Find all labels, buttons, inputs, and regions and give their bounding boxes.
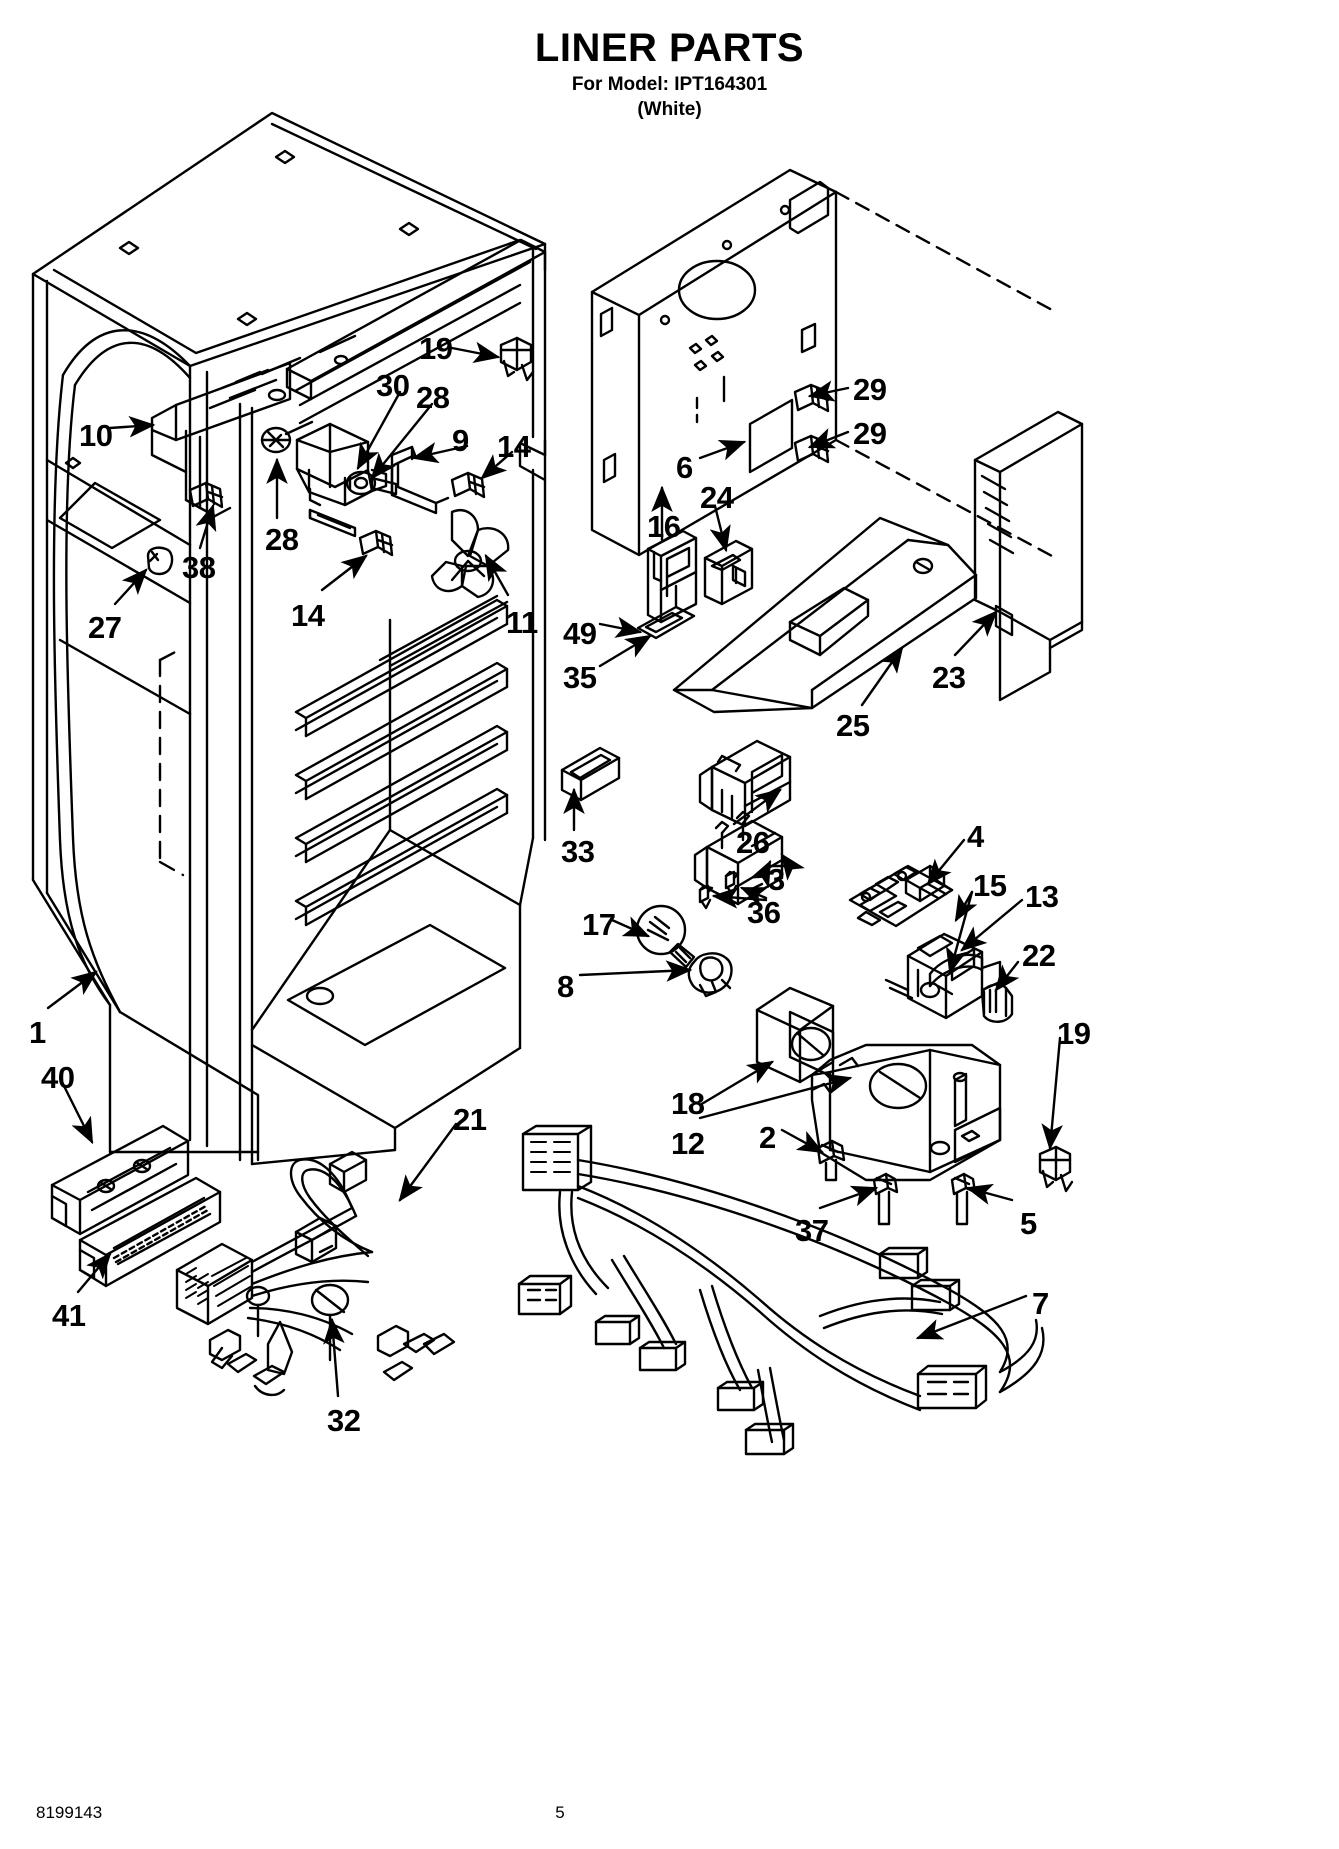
callout-15: 15 [973, 868, 1007, 903]
callout-5: 5 [1020, 1206, 1037, 1241]
callout-25: 25 [836, 708, 870, 743]
footer-page-number: 5 [555, 1803, 565, 1822]
callout-37: 37 [795, 1213, 829, 1248]
cover-plate-24 [748, 398, 794, 474]
callout-41: 41 [52, 1298, 86, 1333]
cabinet-liner-body [31, 111, 547, 1166]
leader-lines [46, 341, 1063, 1398]
plug-27 [146, 546, 174, 576]
callout-35: 35 [563, 660, 597, 695]
callout-40: 40 [41, 1060, 75, 1095]
callout-32: 32 [327, 1403, 361, 1438]
air-duct-cover-25 [672, 516, 978, 714]
callout-18: 18 [671, 1086, 705, 1121]
callout-4: 4 [967, 819, 984, 854]
callout-9: 9 [452, 423, 469, 458]
knob-22 [980, 983, 1014, 1023]
callout-26: 26 [736, 825, 770, 860]
callout-16: 16 [647, 509, 681, 544]
gasket-33 [560, 746, 621, 802]
clip-19a [499, 336, 535, 382]
screw-38 [188, 481, 224, 509]
knob-28a [260, 426, 292, 454]
callout-2: 2 [759, 1120, 776, 1155]
callout-3: 3 [768, 862, 785, 897]
callout-49: 49 [563, 616, 597, 651]
callout-19a: 19 [419, 331, 453, 366]
screw-29a [793, 383, 830, 413]
page-footer: 8199143 5 [0, 1789, 1339, 1849]
callout-38: 38 [182, 550, 216, 585]
wire-harness-21 [175, 1150, 456, 1397]
callout-11: 11 [506, 605, 538, 640]
connector-plug-24 [703, 539, 754, 606]
callout-36: 36 [747, 895, 781, 930]
top-rail-assembly [150, 238, 547, 518]
connector-16 [646, 529, 698, 624]
grommet-30 [345, 470, 377, 496]
control-housing-26 [698, 739, 792, 828]
callout-33: 33 [561, 834, 595, 869]
footer-part-number: 8199143 [36, 1803, 103, 1822]
kick-grille-41 [78, 1176, 222, 1288]
callout-28a: 28 [416, 380, 450, 415]
model-subtitle: For Model: IPT164301 [571, 74, 768, 95]
screw-14a [450, 471, 486, 499]
screw-29b [793, 434, 830, 464]
color-variant: (White) [637, 99, 702, 120]
callout-23: 23 [932, 660, 966, 695]
fan-blade-11 [430, 509, 510, 599]
callout-22: 22 [1022, 938, 1056, 973]
screw-5 [950, 1172, 977, 1226]
callout-6: 6 [676, 450, 693, 485]
callout-24: 24 [700, 480, 734, 515]
callout-14a: 14 [497, 429, 531, 464]
callout-8: 8 [557, 969, 574, 1004]
light-bulb-17 [635, 904, 696, 969]
kick-panel-40 [50, 1124, 190, 1236]
lamp-socket-8 [687, 952, 733, 998]
screw-37 [872, 1172, 899, 1226]
clip-19b [1038, 1145, 1074, 1193]
page-title: LINER PARTS [534, 26, 805, 70]
wire-harness-7 [517, 1124, 1045, 1456]
callout-12: 12 [671, 1126, 705, 1161]
callout-30: 30 [376, 368, 410, 403]
callout-14b: 14 [291, 598, 325, 633]
callout-29a: 29 [853, 372, 887, 407]
side-cover-23 [973, 410, 1084, 702]
callout-27: 27 [88, 610, 122, 645]
callout-17: 17 [582, 907, 616, 942]
callout-1: 1 [29, 1015, 46, 1050]
callout-29b: 29 [853, 416, 887, 451]
callout-28b: 28 [265, 522, 299, 557]
damper-motor-30 [295, 422, 398, 507]
callout-21: 21 [453, 1102, 487, 1137]
callout-13: 13 [1025, 879, 1059, 914]
screw-2 [816, 1139, 846, 1182]
grille-49 [636, 605, 696, 640]
callout-7: 7 [1032, 1286, 1049, 1321]
screw-36a [698, 884, 714, 910]
callout-10: 10 [79, 418, 113, 453]
screw-36b [724, 870, 740, 896]
screw-14b [358, 529, 394, 557]
callout-19b: 19 [1057, 1016, 1091, 1051]
